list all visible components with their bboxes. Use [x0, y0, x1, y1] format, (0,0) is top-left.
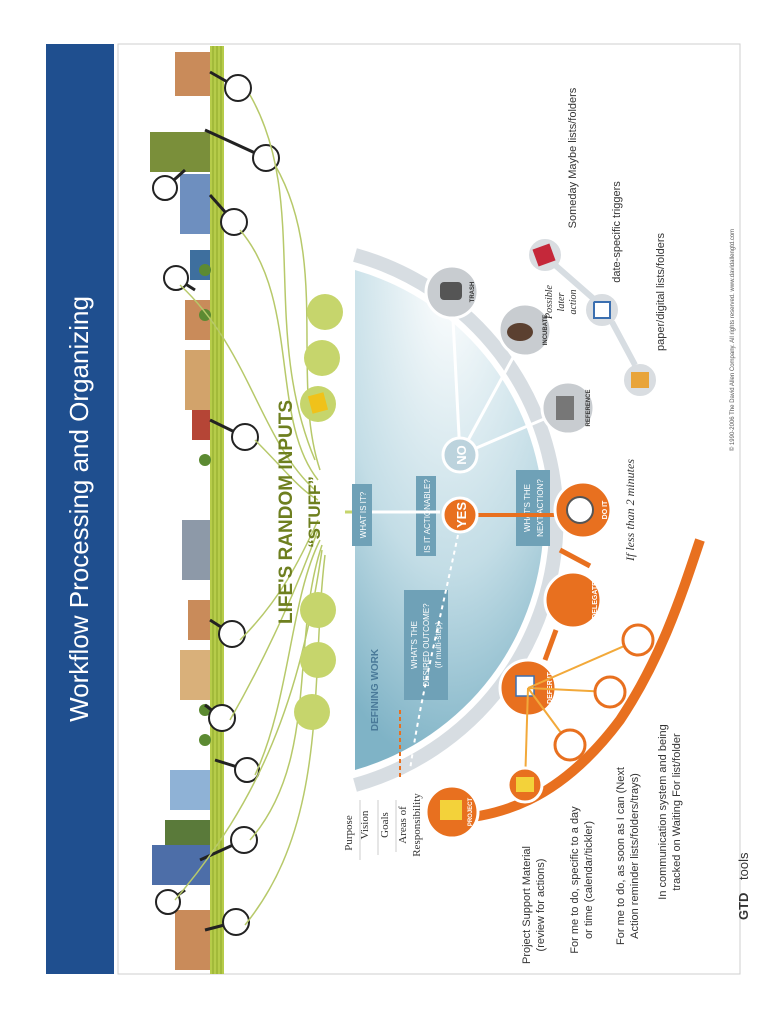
envelope-icon: [231, 423, 259, 451]
possible-later-3: action: [568, 290, 579, 315]
person-thinking-icon: [294, 694, 330, 730]
lightbulb-icon: [307, 294, 343, 330]
question-next-action-2: NEXT ACTION?: [536, 479, 545, 537]
calendar-icon: [553, 728, 587, 762]
telephone-icon: [300, 592, 336, 628]
question-next-action-1: WHAT'S THE: [523, 484, 532, 532]
waiting-note-2: tracked on Waiting For list/folder: [671, 733, 683, 891]
do-it-label: DO IT: [602, 500, 609, 519]
paper-lists-label: paper/digital lists/folders: [655, 233, 667, 352]
horizons-list: Purpose Vision Goals Areas of Responsibi…: [343, 793, 423, 860]
lightbulb-icon: [222, 908, 250, 936]
project-label: PROJECT: [468, 797, 474, 826]
someday-maybe-label: Someday Maybe lists/folders: [567, 87, 579, 228]
delegate-node: [543, 570, 603, 630]
trash-label: TRASH: [470, 282, 476, 303]
document-icon: [230, 826, 258, 854]
horizon-purpose: Purpose: [343, 815, 355, 851]
incubate-label: INCUBATE: [543, 315, 549, 346]
asap-note-2: Action reminder lists/folders/trays): [629, 773, 641, 939]
lightbulb-icon: [208, 704, 236, 732]
defer-it-label: DEFER IT: [547, 671, 554, 704]
gtd-tools-logo: GTD tools: [736, 852, 751, 920]
defining-work-label: DEFINING WORK: [370, 648, 381, 731]
question-outcome-3: (if multi-step): [434, 622, 443, 669]
yes-label: YES: [454, 502, 469, 528]
no-label: NO: [454, 445, 469, 465]
stuff-title: LIFE'S RANDOM INPUTS: [276, 400, 297, 624]
horizon-goals: Goals: [379, 812, 391, 838]
yes-decision: [441, 496, 479, 534]
waiting-note-1: In communication system and being: [657, 724, 669, 899]
grass-strip: [210, 46, 224, 974]
action-nodes: DO IT DELEGATE DEFER IT PROJECT: [424, 480, 613, 840]
question-actionable: IS IT ACTIONABLE?: [423, 479, 432, 553]
papers-icon: [300, 642, 336, 678]
envelope-icon: [155, 889, 181, 915]
horizon-vision: Vision: [359, 810, 371, 839]
stopwatch-icon: [566, 496, 594, 524]
copyright: © 1990-2006 The David Allen Company. All…: [729, 229, 736, 451]
footer-notes: Project Support Material (review for act…: [521, 724, 683, 964]
question-outcome-1: WHAT'S THE: [410, 621, 419, 669]
next-action-icon: [593, 675, 627, 709]
input-bubbles: [152, 70, 280, 936]
stuff-items: [294, 294, 343, 730]
envelope-icon: [220, 208, 248, 236]
two-minutes-label: If less than 2 minutes: [623, 459, 637, 562]
document-icon: [218, 620, 246, 648]
question-outcome-2: DESIRED OUTCOME?: [422, 603, 431, 687]
delegate-label: DELEGATE: [592, 581, 599, 619]
question-what-is-it: WHAT IS IT?: [359, 491, 368, 538]
brand-tools: tools: [736, 852, 751, 880]
calendar-note-2: or time (calendar/tickler): [583, 821, 595, 939]
phone-icon: [234, 757, 260, 783]
lightbulb-icon: [163, 265, 189, 291]
page-title: Workflow Processing and Organizing: [64, 296, 94, 722]
horizon-responsibility: Responsibility: [411, 793, 423, 857]
support-note-2: (review for actions): [535, 859, 547, 952]
predefined-work-arc: [429, 538, 705, 825]
multi-step-connector: [409, 534, 459, 771]
support-note-1: Project Support Material: [521, 846, 533, 964]
possible-later-2: later: [556, 292, 567, 311]
question-boxes: WHAT IS IT? IS IT ACTIONABLE? WHAT'S THE…: [352, 470, 550, 700]
waypoint-nodes: [506, 623, 655, 804]
date-triggers-label: date-specific triggers: [611, 181, 623, 283]
reference-label: REFERENCE: [586, 389, 592, 426]
nongoal-nodes: TRASH INCUBATE REFERENCE: [424, 264, 596, 436]
asap-note-1: For me to do, as soon as I can (Next: [615, 767, 627, 945]
waiting-for-icon: [621, 623, 655, 657]
lightbulb-icon: [224, 74, 252, 102]
title-bar: [46, 44, 114, 974]
phone-icon: [152, 175, 178, 201]
possible-later-1: Possible: [544, 284, 555, 319]
support-nodes: [527, 237, 658, 398]
calendar-note-1: For me to do, specific to a day: [569, 806, 581, 954]
no-decision: [441, 436, 479, 474]
brand-gtd: GTD: [736, 893, 751, 920]
envelope-icon: [304, 340, 340, 376]
horizon-areas: Areas of: [397, 806, 409, 844]
city-skyline: [150, 52, 211, 970]
stuff-subtitle: “STUFF”: [305, 476, 324, 548]
